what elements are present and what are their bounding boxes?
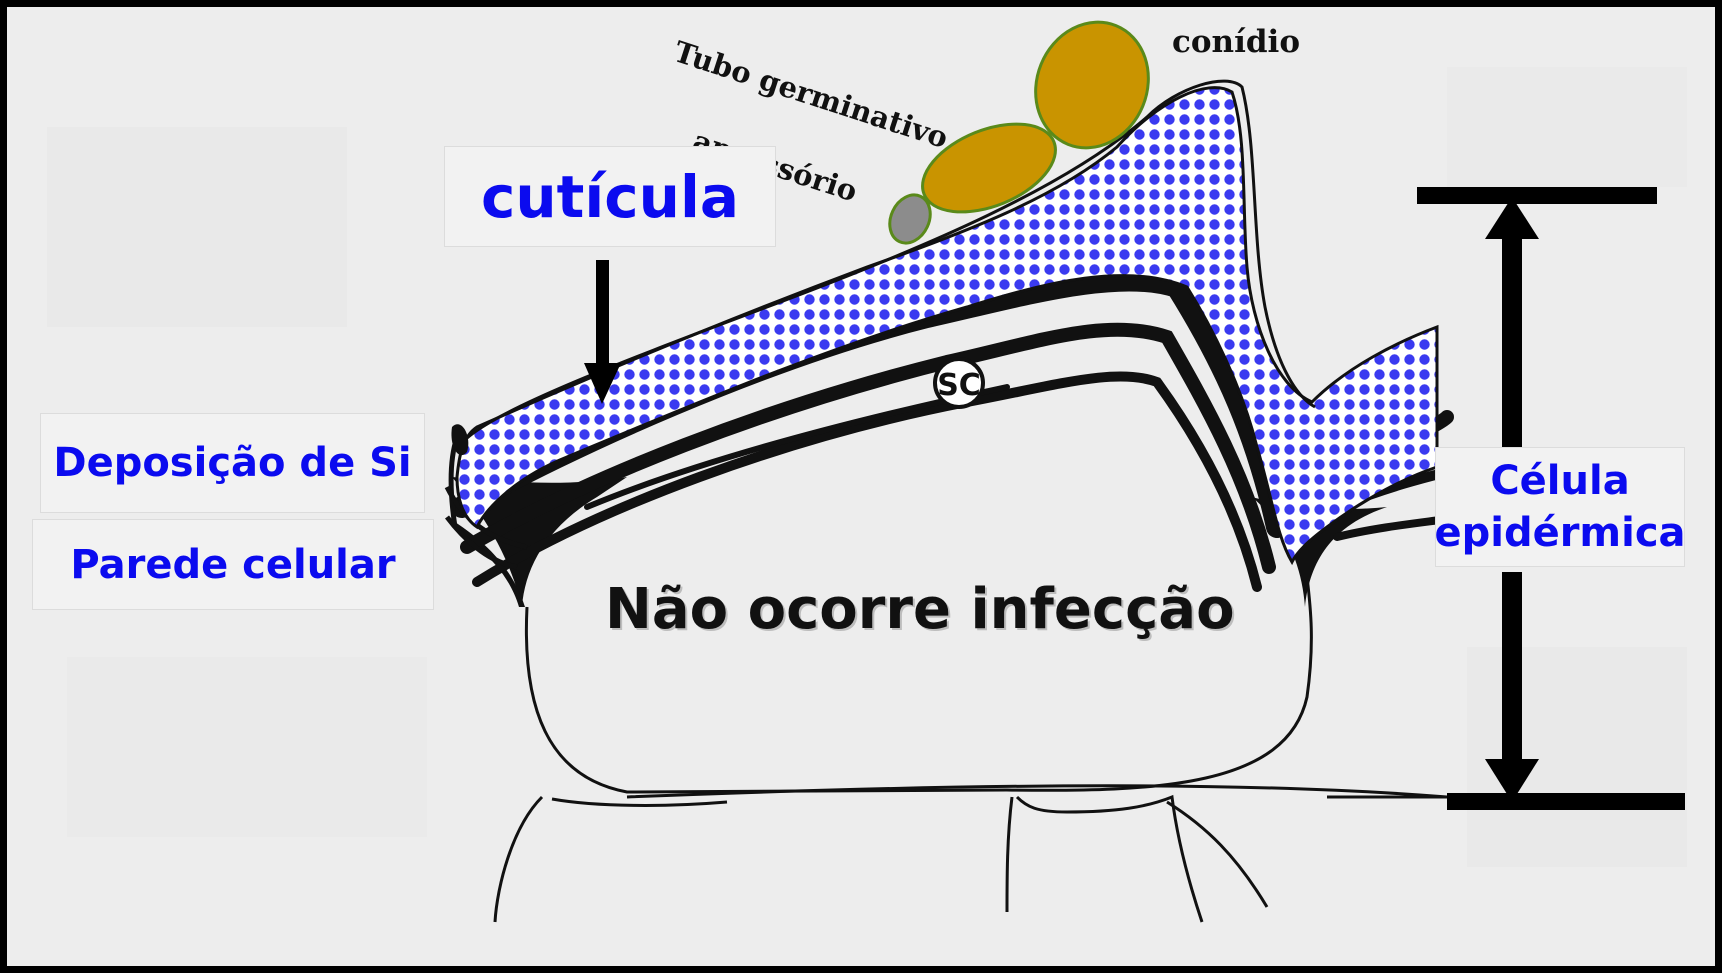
conidium-label: conídio: [1172, 24, 1300, 60]
cell-wall-label: Parede celular: [70, 542, 395, 588]
cell-wall-label-box: Parede celular: [32, 519, 434, 610]
sc-marker: SC: [935, 359, 983, 407]
sc-label: SC: [937, 368, 981, 403]
epidermal-cell-label-line1: Célula: [1490, 455, 1629, 507]
epidermal-cell-label-box: Célula epidérmica: [1435, 447, 1685, 567]
cuticle-label: cutícula: [481, 163, 739, 231]
no-infection-statement: Não ocorre infecção: [605, 577, 1235, 642]
silica-deposition-label: Deposição de Si: [53, 440, 411, 486]
epidermal-cell-label-line2: epidérmica: [1434, 507, 1685, 559]
cuticle-label-box: cutícula: [444, 146, 776, 247]
silica-deposition-label-box: Deposição de Si: [40, 413, 425, 513]
